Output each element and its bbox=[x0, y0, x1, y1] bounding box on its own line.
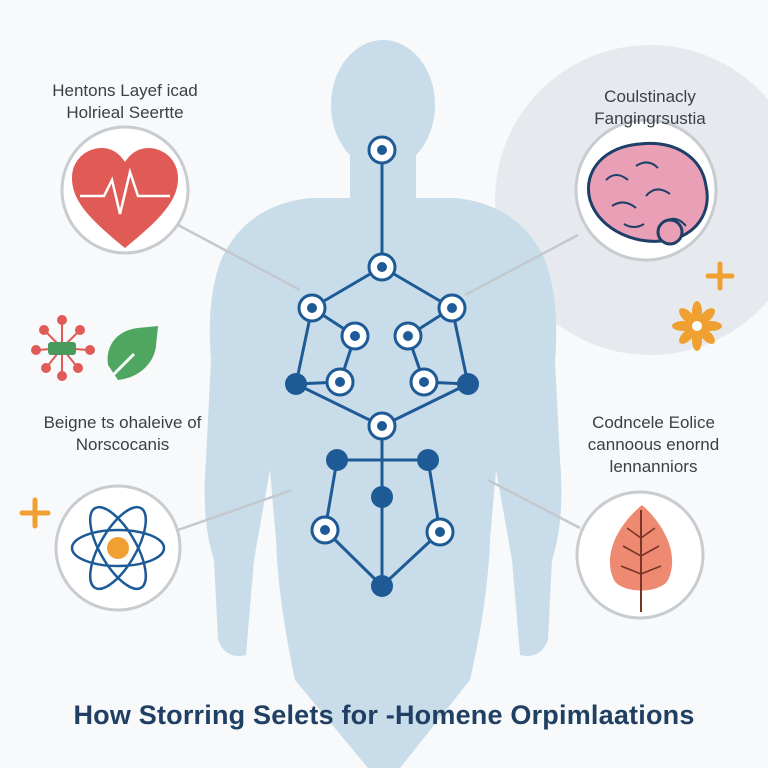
node-hip-right bbox=[425, 517, 455, 547]
page-title: How Storring Selets for ‐Homene Orpimlaa… bbox=[73, 700, 695, 730]
heart-icon-badge bbox=[60, 125, 190, 255]
node-neck bbox=[367, 252, 397, 282]
leaf-icon-badge bbox=[575, 490, 705, 620]
atom-icon bbox=[70, 505, 166, 591]
label-top-right: Coulstinacly Fangingrsustia bbox=[594, 87, 706, 128]
node-solid-abdomen-center bbox=[371, 486, 393, 508]
label-mid-left: Beigne ts ohaleive of Norscocanis bbox=[43, 413, 202, 454]
connector-lines bbox=[177, 223, 581, 532]
node-center bbox=[367, 411, 397, 441]
plus-icon-left bbox=[19, 497, 51, 529]
node-solid-abdomen-right bbox=[417, 449, 439, 471]
network-ring-nodes bbox=[297, 135, 467, 547]
label-top-left: Hentons Layef icad Holrieal Seertte bbox=[52, 81, 198, 122]
node-head bbox=[367, 135, 397, 165]
atom-icon-badge bbox=[54, 484, 182, 612]
node-mid-right bbox=[409, 367, 439, 397]
brain-icon-badge bbox=[574, 118, 718, 262]
flower-icon bbox=[672, 301, 722, 351]
node-shoulder-right bbox=[437, 293, 467, 323]
molecule-icon bbox=[31, 315, 95, 381]
node-solid-abdomen-left bbox=[326, 449, 348, 471]
node-solid-bottom bbox=[371, 575, 393, 597]
node-solid-right bbox=[457, 373, 479, 395]
node-mid-left bbox=[325, 367, 355, 397]
label-mid-right: Codncele Eolice cannoous enornd lennanni… bbox=[587, 413, 720, 476]
node-chest-right bbox=[393, 321, 423, 351]
brain-icon bbox=[587, 141, 709, 246]
network-solid-nodes bbox=[285, 373, 479, 597]
node-solid-left bbox=[285, 373, 307, 395]
leaf-icon bbox=[609, 505, 673, 612]
node-chest-left bbox=[340, 321, 370, 351]
plus-icon bbox=[705, 261, 735, 291]
node-hip-left bbox=[310, 515, 340, 545]
node-shoulder-left bbox=[297, 293, 327, 323]
